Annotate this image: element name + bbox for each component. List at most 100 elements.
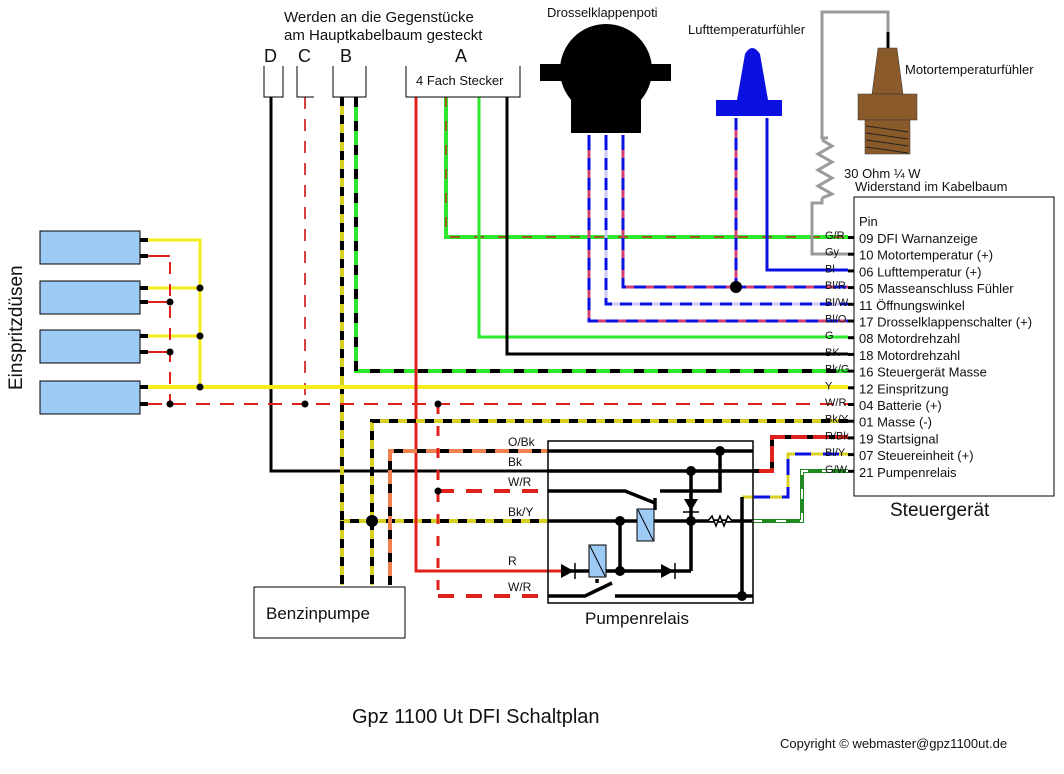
throttle-pot-label: Drosselklappenpoti xyxy=(547,5,658,20)
header-note-line2: am Hauptkabelbaum gesteckt xyxy=(284,27,483,44)
wire-blo xyxy=(587,135,848,323)
engine-temp-label: Motortemperaturfühler xyxy=(905,62,1034,77)
wire-a-red xyxy=(414,97,565,573)
air-temp-label: Lufttemperaturfühler xyxy=(688,22,806,37)
ecu-pin-description: 08 Motordrehzahl xyxy=(859,331,960,346)
engine-temp-sensor: Motortemperaturfühler 30 Ohm ¼ W Widerst… xyxy=(844,47,1034,194)
header-note-line1: Werden an die Gegenstücke xyxy=(284,9,474,26)
wire-d-black xyxy=(269,97,548,473)
ecu-pin-description: 18 Motordrehzahl xyxy=(859,348,960,363)
ecu-pin-description: 16 Steuergerät Masse xyxy=(859,365,987,380)
ecu-wire-code: Bl/Y xyxy=(825,447,846,459)
resistor-label-1: 30 Ohm ¼ W xyxy=(844,166,921,181)
connector-d-label: D xyxy=(264,46,277,66)
connector-c xyxy=(296,66,314,98)
ecu-pin-stub xyxy=(848,369,854,373)
ecu-wire-code: W/R xyxy=(825,397,846,409)
ecu-pin-header: Pin xyxy=(859,214,878,229)
ecu-pin-description: 11 Öffnungswinkel xyxy=(859,298,965,313)
ecu-wire-code: R/Bk xyxy=(825,430,849,442)
ecu-wire-code: Bk/Y xyxy=(825,414,849,426)
ecu-wire-code: Bk/G xyxy=(825,364,849,376)
ecu-pin-stub xyxy=(848,336,854,340)
ecu-wire-code: G xyxy=(825,330,834,342)
connector-b xyxy=(332,66,367,98)
ecu-pin-stub xyxy=(848,386,854,390)
diode-2 xyxy=(661,564,674,578)
ecu-pin-stub xyxy=(848,252,854,256)
ecu-pin-stub xyxy=(848,286,854,290)
resistor-30ohm xyxy=(814,138,836,200)
relay-wire-label: W/R xyxy=(508,475,532,489)
ecu-wire-code: G/W xyxy=(825,464,848,476)
connector-a xyxy=(405,66,521,98)
wire-air-bl xyxy=(765,118,848,272)
ecu-pin-description: 07 Steuereinheit (+) xyxy=(859,448,974,463)
ecu-pin-description: 01 Masse (-) xyxy=(859,415,932,430)
ecu-pin-stub xyxy=(848,236,854,239)
copyright: Copyright © webmaster@gpz1100ut.de xyxy=(780,736,1007,751)
fuel-pump: Benzinpumpe xyxy=(253,586,406,639)
injector-2 xyxy=(39,280,141,315)
connector-a-label: A xyxy=(455,46,467,66)
connector-d xyxy=(263,66,284,98)
ecu-wire-code: Y xyxy=(825,380,833,392)
relay-wire-label: O/Bk xyxy=(508,435,536,449)
ecu-pin-description: 12 Einspritzung xyxy=(859,381,949,396)
ecu-pin-stub xyxy=(848,453,854,457)
ecu-wire-code: Bl/R xyxy=(825,280,846,292)
ecu-pin-description: 05 Masseanschluss Fühler xyxy=(859,281,1014,296)
diode-3 xyxy=(684,499,698,511)
ecu-pin-stub xyxy=(848,352,854,356)
ecu-pin-stub xyxy=(848,469,854,473)
page-title: Gpz 1100 Ut DFI Schaltplan xyxy=(352,706,600,728)
pump-relay xyxy=(166,281,754,604)
connectors: Werden an die Gegenstücke am Hauptkabelb… xyxy=(263,9,521,98)
ecu-label: Steuergerät xyxy=(890,500,990,521)
injector-4 xyxy=(39,380,141,415)
fuel-pump-box xyxy=(253,586,406,639)
ecu-pin-description: 17 Drosselklappenschalter (+) xyxy=(859,315,1032,330)
relay-wire-label: Bk/Y xyxy=(508,505,533,519)
ecu-pin-description: 10 Motortemperatur (+) xyxy=(859,248,993,263)
injectors: Einspritzdüsen xyxy=(6,230,148,415)
injector-1 xyxy=(39,230,141,265)
connector-b-label: B xyxy=(340,46,352,66)
ecu-wire-code: G/R xyxy=(825,230,845,242)
connector-c-label: C xyxy=(298,46,311,66)
ecu-box xyxy=(853,196,1055,497)
ecu-wire-code: Bl/W xyxy=(825,297,849,309)
wire-obk xyxy=(388,449,548,585)
ecu-pin-description: 06 Lufttemperatur (+) xyxy=(859,264,981,279)
injectors-label: Einspritzdüsen xyxy=(6,265,27,390)
wire-gy xyxy=(820,10,890,140)
wire-b-bkg xyxy=(354,97,848,373)
wire-a-green xyxy=(477,97,848,339)
pump-relay-label: Pumpenrelais xyxy=(585,609,689,628)
ecu-wire-code: Gy xyxy=(825,247,840,259)
ecu-pin-description: 21 Pumpenrelais xyxy=(859,465,957,480)
relay-wire-labels: O/Bk Bk W/R Bk/Y R W/R Pumpenrelais xyxy=(508,435,689,628)
ecu-pin-description: 19 Startsignal xyxy=(859,431,939,446)
throttle-pot: Drosselklappenpoti xyxy=(540,5,671,133)
ecu-pin-stub xyxy=(848,436,854,440)
relay-wire-label: R xyxy=(508,554,517,568)
fuel-pump-label: Benzinpumpe xyxy=(266,604,370,623)
wire-a-black xyxy=(505,97,848,356)
ecu-pin-stub xyxy=(848,269,854,273)
ecu-pin-stub xyxy=(848,419,854,423)
resistor-label-2: Widerstand im Kabelbaum xyxy=(855,179,1007,194)
relay-wire-label: W/R xyxy=(508,580,532,594)
ecu-pin-description: 04 Batterie (+) xyxy=(859,398,942,413)
ecu-wire-code: Bl xyxy=(825,263,835,275)
ecu-pin-stub xyxy=(848,302,854,306)
ecu-wire-code: Bl/O xyxy=(825,314,847,326)
ecu-pin-stub xyxy=(848,319,854,323)
relay-wire-label: Bk xyxy=(508,455,523,469)
connector-a-subtitle: 4 Fach Stecker xyxy=(416,73,504,88)
diode-1 xyxy=(561,564,574,578)
ecu-pin-description: 09 DFI Warnanzeige xyxy=(859,231,978,246)
ecu-wire-code: BK xyxy=(825,347,840,359)
